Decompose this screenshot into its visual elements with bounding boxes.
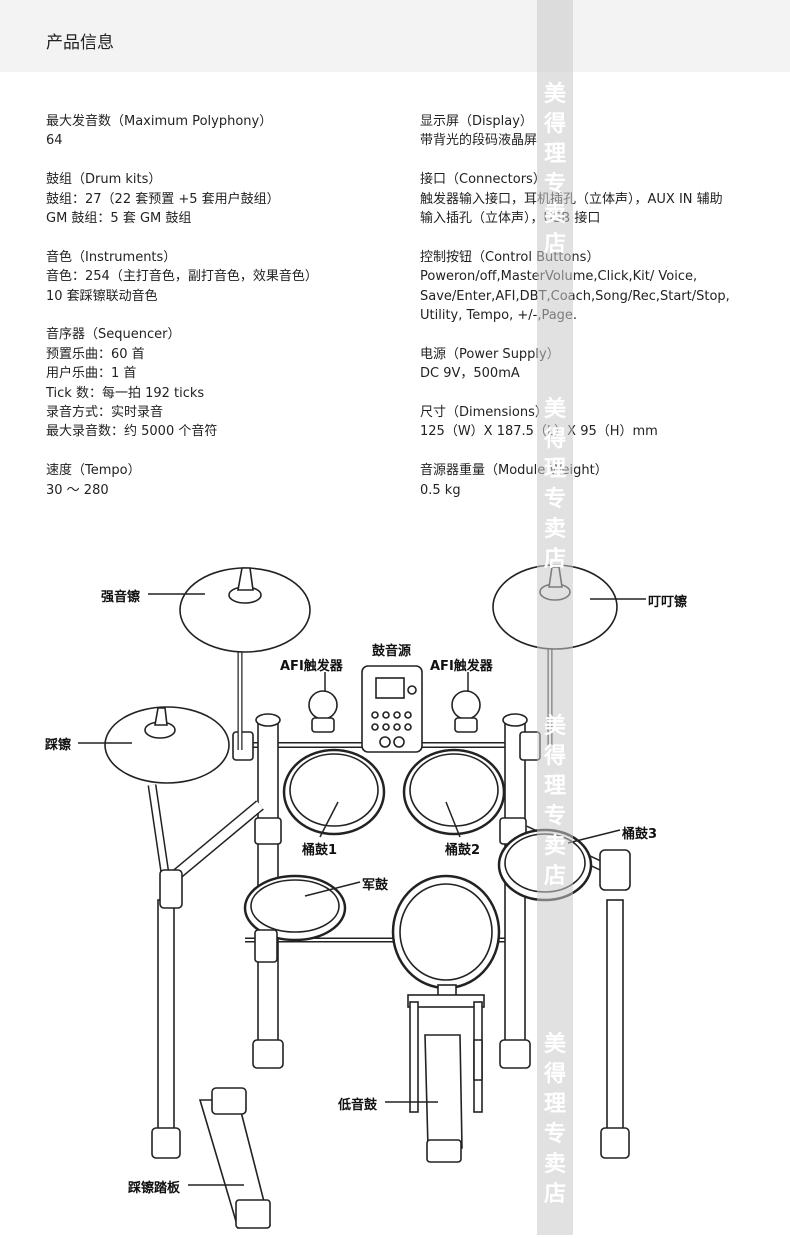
label-hihat: 踩镲 (45, 738, 72, 753)
kick-pedal (407, 994, 485, 1163)
spec-title: 音序器（Sequencer） (46, 327, 181, 343)
spec-value: Save/Enter,AFI,DBT,Coach,Song/Rec,Start/… (420, 288, 730, 304)
specs-left-column: 最大发音数（Maximum Polyphony） 64 鼓组（Drum kits… (46, 112, 386, 519)
sound-module (361, 665, 423, 753)
watermark-text: 美得理专卖店 (543, 82, 566, 257)
spec-title: 音色（Instruments） (46, 249, 177, 265)
hihat-pedal (198, 1087, 272, 1229)
spec-title: 速度（Tempo） (46, 463, 141, 479)
spec-value: 输入插孔（立体声），USB 接口 (420, 211, 601, 227)
hihat-cymbal (104, 706, 230, 784)
label-tom1: 桶鼓1 (302, 843, 338, 858)
label-kick: 低音鼓 (338, 1098, 378, 1113)
spec-title: 电源（Power Supply） (420, 346, 560, 362)
spec-dimensions: 尺寸（Dimensions） 125（W）X 187.5（L）X 95（H）mm (420, 403, 750, 442)
afi-trigger-right (451, 690, 481, 733)
spec-value: 0.5 kg (420, 482, 461, 498)
spec-value: 音色：254（主打音色，副打音色，效果音色） (46, 269, 318, 285)
page-header: 产品信息 (0, 0, 790, 72)
watermark-text: 美得理专卖店 (543, 1032, 566, 1207)
watermark-strip: 美得理专卖店 美得理专卖店 美得理专卖店 美得理专卖店 (537, 0, 573, 1235)
page-title: 产品信息 (46, 33, 114, 53)
spec-title: 最大发音数（Maximum Polyphony） (46, 114, 273, 129)
spec-value: Utility, Tempo, +/-,Page. (420, 308, 578, 324)
spec-value: Tick 数：每一拍 192 ticks (46, 385, 205, 401)
spec-title: 鼓组（Drum kits） (46, 172, 162, 188)
spec-value: 预置乐曲：60 首 (46, 346, 145, 362)
spec-instruments: 音色（Instruments） 音色：254（主打音色，副打音色，效果音色） 1… (46, 248, 386, 306)
spec-drum-kits: 鼓组（Drum kits） 鼓组：27（22 套预置 +5 套用户鼓组） GM … (46, 170, 386, 228)
spec-value: 30 ～ 280 (46, 482, 109, 498)
spec-value: 64 (46, 133, 63, 149)
drum-kit-illustration (78, 564, 646, 1229)
spec-value: 125（W）X 187.5（L）X 95（H）mm (420, 424, 658, 440)
spec-power-supply: 电源（Power Supply） DC 9V，500mA (420, 345, 750, 384)
drum-kit-diagram: 强音镲 叮叮镲 鼓音源 AFI触发器 AFI触发器 踩镲 桶鼓1 桶鼓2 桶鼓3… (0, 540, 790, 1235)
spec-title: 音源器重量（Module Weight） (420, 463, 608, 479)
spec-title: 尺寸（Dimensions） (420, 405, 548, 421)
spec-value: 触发器输入接口，耳机插孔（立体声），AUX IN 辅助 (420, 191, 723, 207)
spec-title: 显示屏（Display） (420, 114, 533, 129)
spec-sequencer: 音序器（Sequencer） 预置乐曲：60 首 用户乐曲：1 首 Tick 数… (46, 325, 386, 441)
spec-title: 控制按钮（Control Buttons） (420, 249, 600, 265)
watermark-text: 美得理专卖店 (543, 397, 566, 572)
label-tom2: 桶鼓2 (445, 843, 481, 858)
spec-value: 录音方式：实时录音 (46, 405, 164, 421)
spec-value: 最大录音数：约 5000 个音符 (46, 424, 218, 440)
label-afi-right: AFI触发器 (430, 659, 493, 674)
label-ride: 叮叮镲 (648, 595, 688, 610)
tom2-pad (402, 748, 506, 836)
spec-connectors: 接口（Connectors） 触发器输入接口，耳机插孔（立体声），AUX IN … (420, 170, 750, 228)
spec-display: 显示屏（Display） 带背光的段码液晶屏 (420, 112, 750, 151)
label-module: 鼓音源 (372, 644, 412, 659)
label-afi-left: AFI触发器 (280, 659, 343, 674)
crash-cymbal (179, 567, 311, 750)
specs-right-column: 显示屏（Display） 带背光的段码液晶屏 接口（Connectors） 触发… (420, 112, 750, 519)
spec-value: DC 9V，500mA (420, 366, 520, 382)
spec-polyphony: 最大发音数（Maximum Polyphony） 64 (46, 112, 386, 151)
label-hihat-pedal: 踩镲踏板 (128, 1181, 181, 1196)
callout-leaders (78, 593, 646, 1186)
spec-control-buttons: 控制按钮（Control Buttons） Poweron/off,Master… (420, 248, 750, 326)
spec-value: 用户乐曲：1 首 (46, 366, 137, 382)
label-tom3: 桶鼓3 (622, 827, 658, 842)
spec-value: 带背光的段码液晶屏 (420, 133, 538, 149)
spec-value: 10 套踩镲联动音色 (46, 288, 158, 304)
kick-pad (391, 874, 501, 1000)
spec-module-weight: 音源器重量（Module Weight） 0.5 kg (420, 461, 750, 500)
label-crash: 强音镲 (101, 590, 141, 605)
spec-value: Poweron/off,MasterVolume,Click,Kit/ Voic… (420, 269, 698, 285)
label-snare: 军鼓 (362, 878, 389, 893)
spec-value: GM 鼓组：5 套 GM 鼓组 (46, 211, 192, 227)
spec-value: 鼓组：27（22 套预置 +5 套用户鼓组） (46, 191, 280, 207)
spec-title: 接口（Connectors） (420, 172, 546, 188)
afi-trigger-left (308, 690, 338, 733)
tom1-pad (282, 748, 386, 836)
watermark-text: 美得理专卖店 (543, 714, 566, 889)
spec-tempo: 速度（Tempo） 30 ～ 280 (46, 461, 386, 500)
